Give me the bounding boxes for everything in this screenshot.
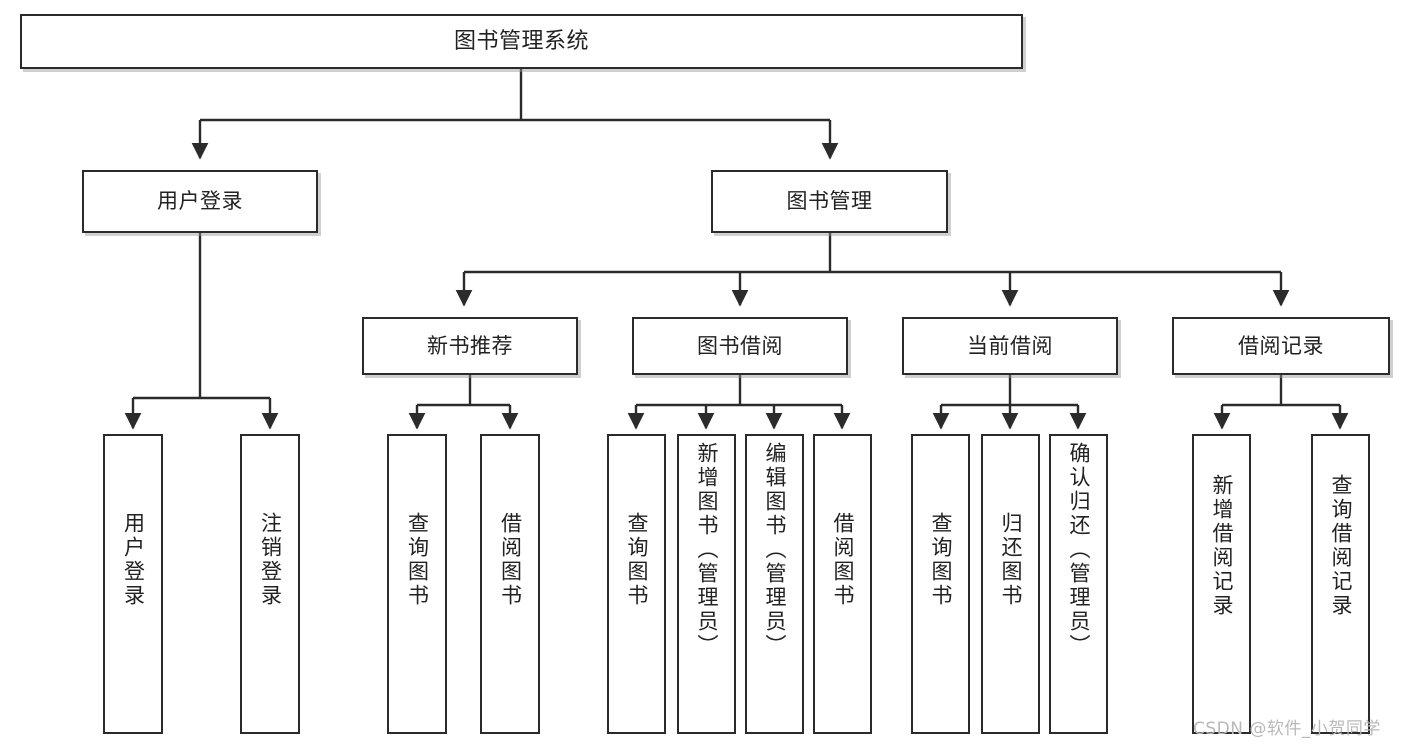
watermark: CSDN @软件_小贺同学 <box>1193 719 1381 739</box>
leaf-user-login[interactable]: 用户登录 <box>103 434 163 734</box>
leaf-logout-login[interactable]: 注销登录 <box>240 434 300 734</box>
leaf-query-book-2[interactable]: 查询图书 <box>607 434 666 734</box>
leaf-confirm-return-label: 确认归还（管理员） <box>1067 442 1091 658</box>
node-book-borrow[interactable]: 图书借阅 <box>632 317 848 375</box>
leaf-edit-book-label: 编辑图书（管理员） <box>763 442 787 658</box>
node-borrow-record[interactable]: 借阅记录 <box>1172 317 1390 375</box>
leaf-query-book-1[interactable]: 查询图书 <box>387 434 447 734</box>
leaf-borrow-book-1-label: 借阅图书 <box>498 512 523 608</box>
leaf-add-book-label: 新增图书（管理员） <box>695 442 719 658</box>
node-new-book-recommend-label: 新书推荐 <box>427 333 513 358</box>
node-new-book-recommend[interactable]: 新书推荐 <box>362 317 578 375</box>
node-root[interactable]: 图书管理系统 <box>20 14 1023 69</box>
leaf-query-book-3[interactable]: 查询图书 <box>911 434 970 734</box>
leaf-user-login-label: 用户登录 <box>121 512 146 608</box>
node-user-login[interactable]: 用户登录 <box>82 170 318 233</box>
leaf-query-book-2-label: 查询图书 <box>625 512 649 608</box>
node-user-login-label: 用户登录 <box>157 189 243 214</box>
node-current-borrow-label: 当前借阅 <box>967 333 1053 358</box>
leaf-query-borrow-record[interactable]: 查询借阅记录 <box>1311 434 1370 734</box>
node-book-management-label: 图书管理 <box>786 189 873 214</box>
leaf-borrow-book-2-label: 借阅图书 <box>831 512 855 608</box>
leaf-edit-book[interactable]: 编辑图书（管理员） <box>745 434 804 734</box>
leaf-add-book[interactable]: 新增图书（管理员） <box>677 434 736 734</box>
leaf-add-borrow-record[interactable]: 新增借阅记录 <box>1192 434 1251 734</box>
node-book-borrow-label: 图书借阅 <box>697 333 783 358</box>
leaf-logout-login-label: 注销登录 <box>258 512 283 608</box>
node-book-management[interactable]: 图书管理 <box>711 170 948 233</box>
leaf-return-book[interactable]: 归还图书 <box>981 434 1040 734</box>
leaf-query-book-3-label: 查询图书 <box>929 512 953 608</box>
leaf-query-borrow-record-label: 查询借阅记录 <box>1329 474 1353 618</box>
node-root-label: 图书管理系统 <box>453 28 589 54</box>
leaf-borrow-book-2[interactable]: 借阅图书 <box>813 434 872 734</box>
leaf-return-book-label: 归还图书 <box>999 512 1023 608</box>
leaf-borrow-book-1[interactable]: 借阅图书 <box>480 434 540 734</box>
node-current-borrow[interactable]: 当前借阅 <box>902 317 1118 375</box>
leaf-query-book-1-label: 查询图书 <box>405 512 430 608</box>
leaf-confirm-return[interactable]: 确认归还（管理员） <box>1049 434 1108 734</box>
node-borrow-record-label: 借阅记录 <box>1238 333 1324 358</box>
leaf-add-borrow-record-label: 新增借阅记录 <box>1210 474 1234 618</box>
